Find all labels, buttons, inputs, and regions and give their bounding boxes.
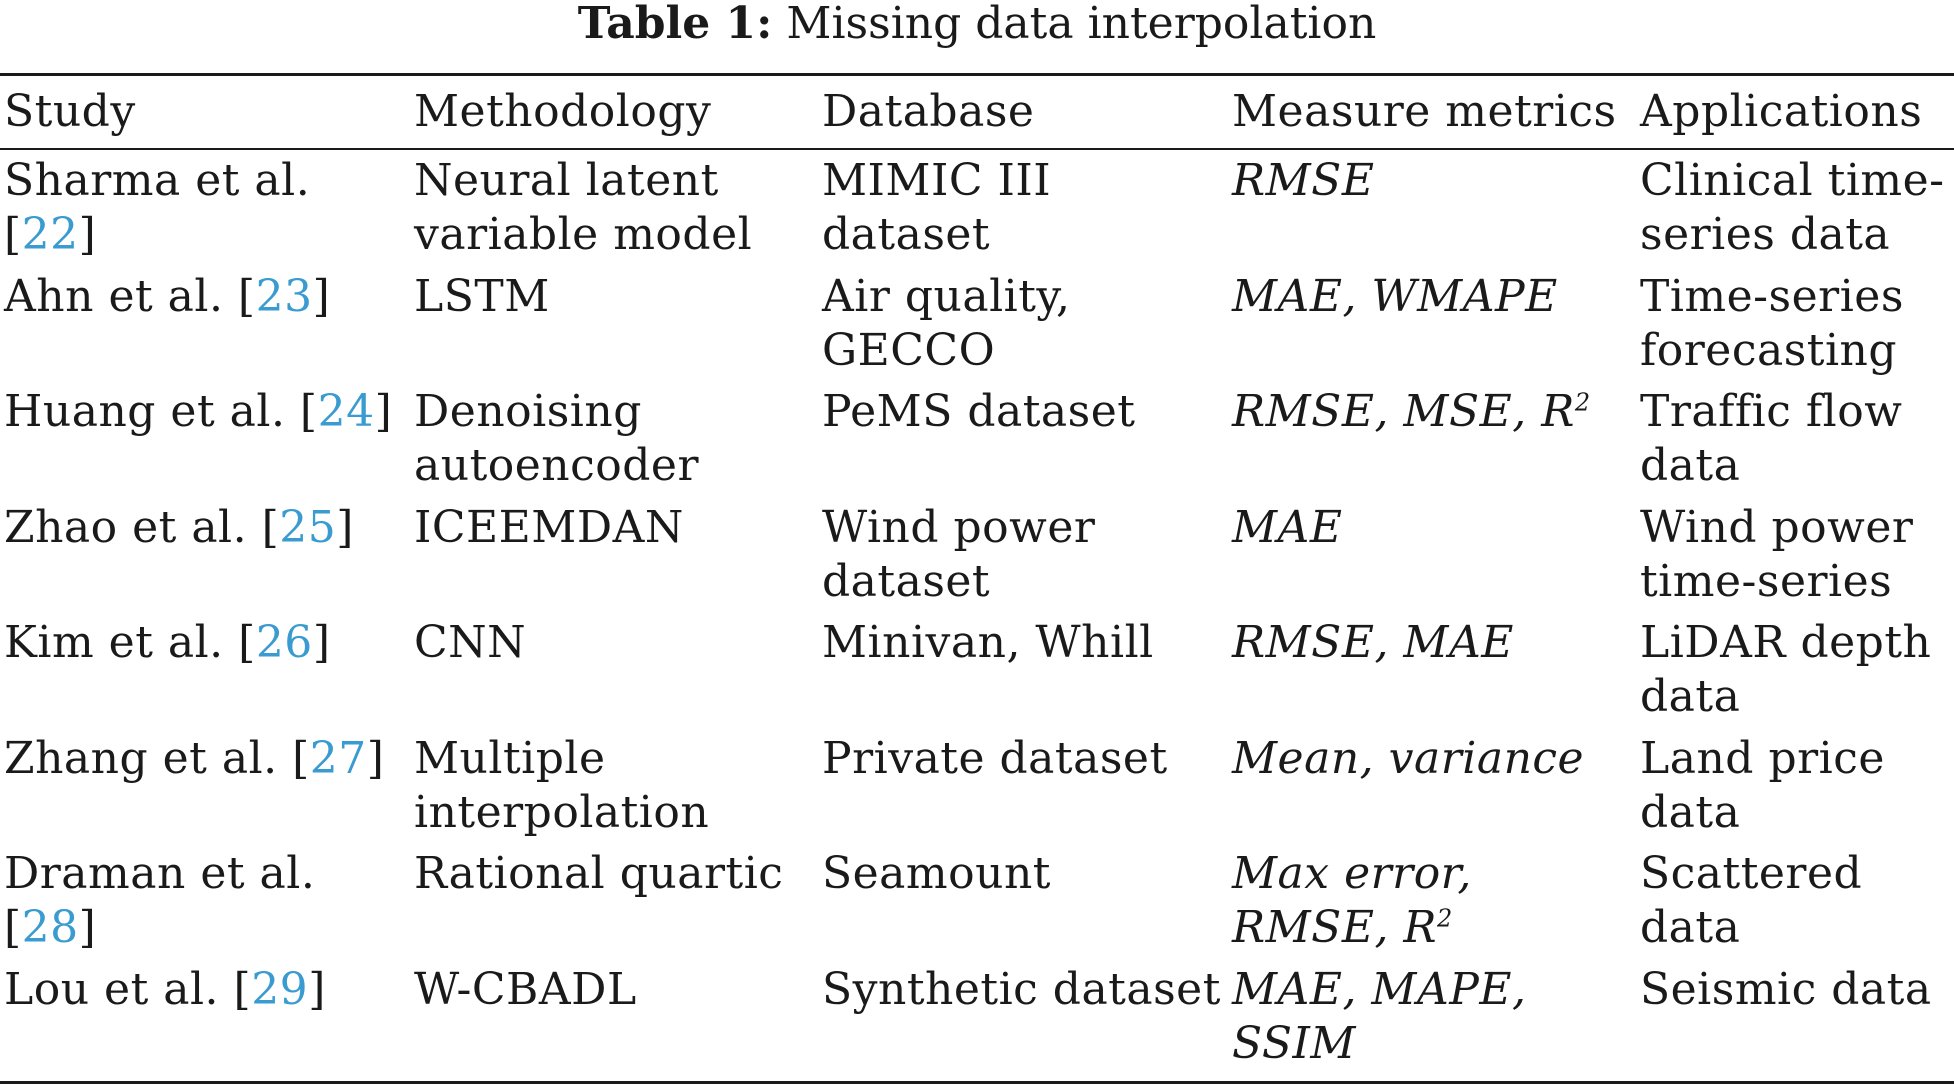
cell-methodology: W-CBADL xyxy=(414,963,637,1015)
cell-study: Ahn et al. [23] xyxy=(4,270,331,322)
study-name: Zhao et al. xyxy=(4,501,248,553)
metrics-superscript: 2 xyxy=(1574,388,1591,417)
metrics-text: Max error, RMSE, R xyxy=(1232,848,1472,953)
cell-applications: Scattered data xyxy=(1640,848,1863,953)
metrics-text: RMSE, MAE xyxy=(1232,617,1514,668)
reference-link[interactable]: 23 xyxy=(255,270,313,322)
metrics-text: MAE xyxy=(1232,501,1343,553)
cell-study: Zhang et al. [27] xyxy=(4,732,385,784)
reference-link[interactable]: 27 xyxy=(309,732,367,784)
table-row: Draman et al. [28] Rational quartic Seam… xyxy=(0,841,1954,957)
table-row: Lou et al. [29] W-CBADL Synthetic datase… xyxy=(0,957,1954,1073)
study-name: Sharma et al. xyxy=(4,155,311,206)
cell-methodology: CNN xyxy=(414,617,527,668)
cell-metrics: Max error, RMSE, R2 xyxy=(1228,841,1636,957)
cell-methodology: Multiple interpolation xyxy=(414,732,710,838)
cell-study: Lou et al. [29] xyxy=(4,963,326,1015)
cell-study: Draman et al. [28] xyxy=(4,848,316,953)
metrics-text: MAE, MAPE, SSIM xyxy=(1232,963,1527,1069)
cell-applications: Seismic data xyxy=(1640,963,1932,1015)
study-name: Lou et al. xyxy=(4,963,220,1015)
cell-methodology: ICEEMDAN xyxy=(414,501,684,553)
header-applications: Applications xyxy=(1640,86,1923,137)
cell-metrics: MAE, WMAPE xyxy=(1228,264,1636,380)
study-name: Kim et al. xyxy=(4,617,224,668)
table-caption: Table 1: Missing data interpolation xyxy=(0,0,1954,48)
study-name: Ahn et al. xyxy=(4,270,224,322)
cell-metrics: MAE xyxy=(1228,495,1636,611)
cell-database: MIMIC III dataset xyxy=(822,155,1052,260)
cell-applications: Traffic flow data xyxy=(1640,386,1903,491)
table-row: Sharma et al. [22] Neural latent variabl… xyxy=(0,148,1954,264)
header-study: Study xyxy=(4,86,136,137)
cell-applications: Wind power time-series xyxy=(1640,501,1914,607)
cell-methodology: Neural latent variable model xyxy=(414,155,753,260)
header-rule xyxy=(0,148,1954,150)
cell-study: Huang et al. [24] xyxy=(4,386,393,437)
cell-database: Synthetic dataset xyxy=(822,963,1221,1015)
reference-link[interactable]: 24 xyxy=(317,386,375,437)
cell-database: Wind power dataset xyxy=(822,501,1096,607)
reference-link[interactable]: 26 xyxy=(255,617,313,668)
table-body: Sharma et al. [22] Neural latent variabl… xyxy=(0,148,1954,1072)
cell-metrics: RMSE, MAE xyxy=(1228,610,1636,726)
table-row: Ahn et al. [23] LSTM Air quality, GECCO … xyxy=(0,264,1954,380)
metrics-superscript: 2 xyxy=(1437,904,1453,933)
cell-database: Minivan, Whill xyxy=(822,617,1154,668)
cell-methodology: Rational quartic xyxy=(414,848,784,899)
cell-database: PeMS dataset xyxy=(822,386,1136,437)
cell-metrics: RMSE xyxy=(1228,148,1636,264)
header-database: Database xyxy=(822,86,1035,137)
caption-title: Missing data interpolation xyxy=(786,0,1377,49)
cell-applications: Time-series forecasting xyxy=(1640,270,1904,376)
study-name: Draman et al. xyxy=(4,848,316,899)
header-measure-metrics: Measure metrics xyxy=(1232,86,1617,137)
cell-applications: Land price data xyxy=(1640,732,1885,838)
study-name: Huang et al. xyxy=(4,386,286,437)
cell-metrics: Mean, variance xyxy=(1228,726,1636,842)
header-methodology: Methodology xyxy=(414,86,712,137)
metrics-text: MAE, WMAPE xyxy=(1232,270,1558,322)
cell-metrics: MAE, MAPE, SSIM xyxy=(1228,957,1636,1073)
missing-data-interpolation-table: Study Methodology Database Measure metri… xyxy=(0,76,1954,1072)
cell-methodology: Denoising autoencoder xyxy=(414,386,699,491)
reference-link[interactable]: 25 xyxy=(279,501,337,553)
cell-database: Private dataset xyxy=(822,732,1168,784)
cell-database: Air quality, GECCO xyxy=(822,270,1071,376)
cell-database: Seamount xyxy=(822,848,1051,899)
bottom-rule xyxy=(0,1081,1954,1084)
metrics-text: Mean, variance xyxy=(1232,732,1585,784)
cell-applications: Clinical time-series data xyxy=(1640,155,1945,260)
table-row: Zhang et al. [27] Multiple interpolation… xyxy=(0,726,1954,842)
cell-study: Zhao et al. [25] xyxy=(4,501,354,553)
cell-methodology: LSTM xyxy=(414,270,550,322)
table-row: Kim et al. [26] CNN Minivan, Whill RMSE,… xyxy=(0,610,1954,726)
reference-link[interactable]: 22 xyxy=(21,209,79,260)
reference-link[interactable]: 29 xyxy=(251,963,309,1015)
table-row: Huang et al. [24] Denoising autoencoder … xyxy=(0,379,1954,495)
cell-study: Kim et al. [26] xyxy=(4,617,331,668)
table-row: Zhao et al. [25] ICEEMDAN Wind power dat… xyxy=(0,495,1954,611)
cell-applications: LiDAR depth data xyxy=(1640,617,1932,722)
caption-label: Table 1: xyxy=(577,0,773,49)
top-rule xyxy=(0,73,1954,76)
metrics-text: RMSE xyxy=(1232,155,1375,206)
header-row: Study Methodology Database Measure metri… xyxy=(0,76,1954,148)
cell-metrics: RMSE, MSE, R2 xyxy=(1228,379,1636,495)
study-name: Zhang et al. xyxy=(4,732,278,784)
cell-study: Sharma et al. [22] xyxy=(4,155,311,260)
reference-link[interactable]: 28 xyxy=(21,902,79,953)
metrics-text: RMSE, MSE, R xyxy=(1232,386,1575,437)
